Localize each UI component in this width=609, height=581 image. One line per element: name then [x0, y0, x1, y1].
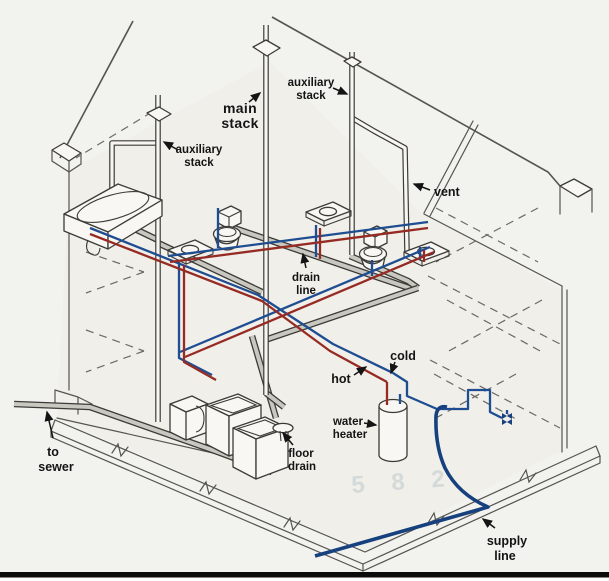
label-to-sewer: to	[47, 445, 59, 459]
label-water-heater: water	[332, 416, 364, 428]
label-drain-line: drain	[292, 272, 320, 284]
svg-text:stack: stack	[184, 157, 214, 169]
flashing-main-stack	[252, 39, 281, 57]
shutoff-valve	[502, 410, 512, 425]
labels: auxiliary stack main stack auxiliary sta…	[38, 77, 527, 563]
supply-line-pipe	[314, 404, 490, 558]
label-aux-stack-left: auxiliary	[176, 144, 223, 156]
label-vent: vent	[434, 185, 461, 199]
svg-text:line: line	[494, 549, 516, 563]
floor-drain-fitting	[272, 422, 294, 442]
bottom-rule	[0, 572, 609, 578]
bathtub	[63, 183, 163, 256]
vent-stacks	[109, 25, 410, 422]
water-heater	[378, 398, 408, 463]
svg-text:stack: stack	[221, 115, 258, 131]
label-main-stack: main	[223, 100, 257, 116]
laundry-tubs	[169, 393, 289, 480]
flashing-right-aux-stack	[343, 56, 362, 68]
house-interior	[57, 62, 562, 550]
svg-text:sewer: sewer	[38, 460, 74, 474]
label-hot: hot	[331, 372, 351, 386]
house-outline	[51, 16, 593, 453]
label-aux-stack-right: auxiliary	[288, 77, 335, 89]
svg-text:line: line	[296, 285, 316, 297]
label-supply-line: supply	[487, 534, 527, 548]
flashing-left-aux-stack	[146, 106, 172, 122]
svg-text:heater: heater	[333, 429, 368, 441]
floor-slab	[50, 389, 601, 572]
label-floor-drain: floor	[288, 448, 314, 460]
label-cold: cold	[390, 349, 416, 363]
svg-text:stack: stack	[296, 90, 326, 102]
svg-text:drain: drain	[288, 461, 316, 473]
cold-water-lines	[89, 208, 503, 420]
